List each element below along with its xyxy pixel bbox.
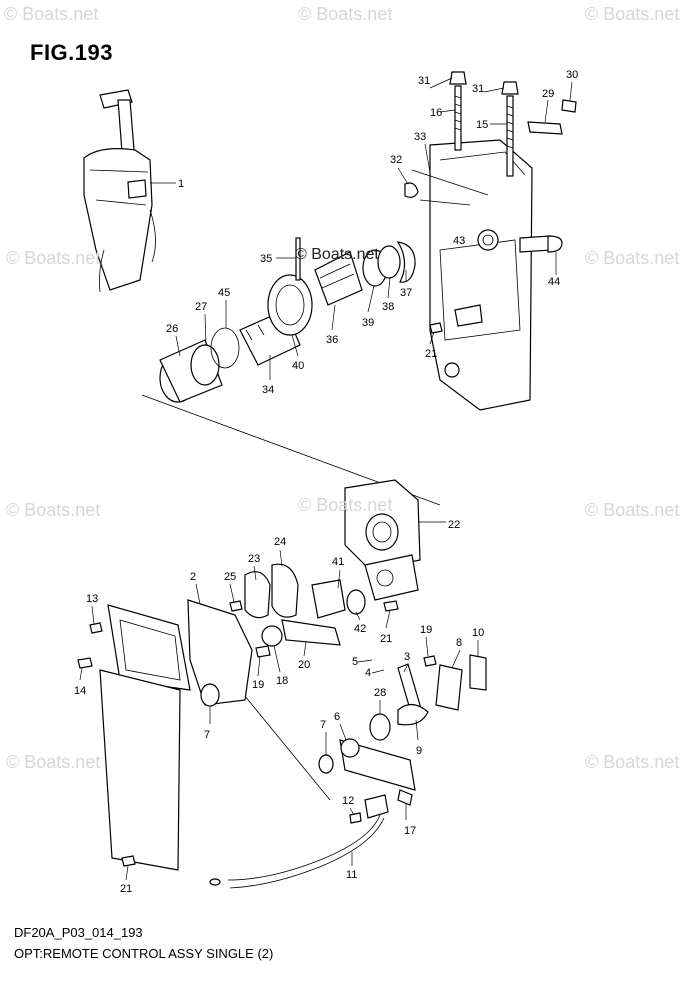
callout-3: 3 [404,651,410,663]
callout-21b: 21 [380,633,392,645]
callout-25: 25 [224,571,236,583]
callout-7b: 7 [320,719,326,731]
callout-31b: 31 [472,83,484,95]
callout-28: 28 [374,687,386,699]
callout-26: 26 [166,323,178,335]
callout-32: 32 [390,154,402,166]
callout-39: 39 [362,317,374,329]
part-lower-plate [99,604,191,871]
callout-2: 2 [190,571,196,583]
callout-16: 16 [430,107,442,119]
callout-13: 13 [86,593,98,605]
part-upper-housing [404,99,577,411]
callout-12: 12 [342,795,354,807]
callout-29: 29 [542,88,554,100]
watermark-lower-left: © Boats.net [6,500,101,520]
callout-9: 9 [416,745,422,757]
callout-44: 44 [548,276,560,288]
watermark-top-left: © Boats.net [4,4,99,24]
callout-45: 45 [218,287,230,299]
part-shift-mechanism [318,654,487,791]
callout-18: 18 [276,675,288,687]
watermark-mid-left: © Boats.net [6,248,101,268]
callout-38: 38 [382,301,394,313]
center-watermark: © Boats.net [295,246,379,263]
part-lower-levers [187,563,366,707]
figure-caption: OPT:REMOTE CONTROL ASSY SINGLE (2) [14,946,274,961]
callout-31a: 31 [418,75,430,87]
callout-35: 35 [260,253,272,265]
callout-34: 34 [262,384,274,396]
figure-title: FIG.193 [30,40,113,65]
callout-21c: 21 [120,883,132,895]
callout-42: 42 [354,623,366,635]
part-bracket-22 [344,479,421,601]
part-screws [77,322,443,867]
watermark-lower-center: © Boats.net [298,495,393,515]
figure-code: DF20A_P03_014_193 [14,925,143,940]
watermark-lower-right: © Boats.net [585,500,680,520]
callout-27: 27 [195,301,207,313]
callout-5: 5 [352,656,358,668]
callout-4: 4 [365,667,371,679]
callout-15: 15 [476,119,488,131]
part-remote-control-box [83,89,176,293]
part-stud-bolts [449,71,519,177]
callout-23: 23 [248,553,260,565]
callout-11: 11 [346,869,357,881]
watermark-bottom-right: © Boats.net [585,752,680,772]
callout-43: 43 [453,235,465,247]
callout-33: 33 [414,131,426,143]
callout-37: 37 [400,287,412,299]
leader-lines [79,77,573,881]
callout-24: 24 [274,536,286,548]
callout-40: 40 [292,360,304,372]
callout-14: 14 [74,685,86,697]
part-detent-assembly [159,237,416,403]
callout-19b: 19 [420,624,432,636]
watermark-top-center: © Boats.net [298,4,393,24]
callout-22: 22 [448,519,460,531]
callout-36: 36 [326,334,338,346]
callout-7a: 7 [204,729,210,741]
callout-17: 17 [404,825,416,837]
callout-20: 20 [298,659,310,671]
callout-1: 1 [178,178,184,190]
callout-30: 30 [566,69,578,81]
callout-19a: 19 [252,679,264,691]
callout-41: 41 [332,556,344,568]
watermark-bottom-left: © Boats.net [6,752,101,772]
callout-10: 10 [472,627,484,639]
watermark-mid-right: © Boats.net [585,248,680,268]
callout-6: 6 [334,711,340,723]
part-cable-switch [209,794,389,889]
callout-labels: 1 2 3 4 5 6 7 7 8 9 10 11 12 13 14 15 16… [74,69,578,895]
watermark-top-right: © Boats.net [585,4,680,24]
callout-21a: 21 [425,348,437,360]
callout-8: 8 [456,637,462,649]
